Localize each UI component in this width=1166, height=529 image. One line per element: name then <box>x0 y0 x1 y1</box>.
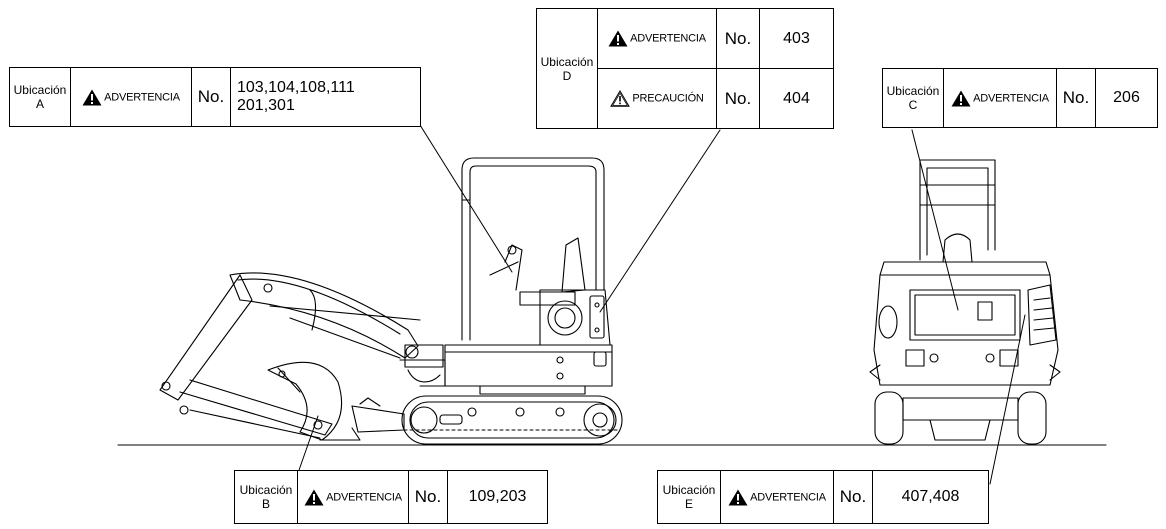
signal-cell: ADVERTENCIA <box>720 470 834 524</box>
location-cell: Ubicación A <box>9 67 71 127</box>
no-label: No. <box>716 68 760 129</box>
warning-filled-icon <box>304 489 324 505</box>
numbers-cell: 109,203 <box>447 470 548 524</box>
label-location-d: Ubicación D ADVERTENCIA No. 403 PRECAUCI… <box>536 8 834 129</box>
warning-filled-icon <box>608 30 628 47</box>
numbers-cell: 404 <box>759 68 834 129</box>
warning-filled-icon <box>951 90 971 106</box>
leader-c <box>911 129 959 311</box>
signal-word: PRECAUCIÓN <box>632 92 704 105</box>
location-letter: A <box>35 97 44 111</box>
no-label: No. <box>716 8 760 69</box>
location-letter: C <box>908 98 918 112</box>
location-cell: Ubicación D <box>536 8 598 129</box>
rear-panel-c <box>909 289 1021 341</box>
label-location-e: Ubicación E ADVERTENCIA No. 407,408 <box>657 470 989 524</box>
location-label: Ubicación <box>886 84 940 98</box>
side-upper-structure <box>399 344 613 395</box>
location-letter: E <box>684 497 693 511</box>
location-label: Ubicación <box>662 483 716 497</box>
side-track <box>401 395 623 445</box>
signal-cell: PRECAUCIÓN <box>597 68 717 129</box>
signal-cell: ADVERTENCIA <box>943 68 1057 128</box>
dozer-blade <box>351 405 405 433</box>
side-boom <box>229 272 421 359</box>
leader-d <box>599 129 721 313</box>
numbers-line-1: 103,104,108,111 <box>237 79 355 96</box>
signal-word: ADVERTENCIA <box>630 32 706 45</box>
leader-lines <box>297 124 1026 485</box>
signal-word: ADVERTENCIA <box>973 92 1049 104</box>
numbers-line-2: 201,301 <box>237 97 295 114</box>
side-seat <box>489 237 586 306</box>
warning-filled-icon <box>82 89 102 105</box>
leader-e <box>989 314 1026 485</box>
side-arm <box>159 274 333 439</box>
location-letter: D <box>562 68 572 83</box>
location-label: Ubicación <box>13 83 67 97</box>
excavator-side-view <box>159 157 623 445</box>
location-cell: Ubicación B <box>234 470 298 524</box>
label-location-b: Ubicación B ADVERTENCIA No. 109,203 <box>234 470 548 524</box>
side-bucket <box>267 361 361 441</box>
numbers-cell: 403 <box>759 8 834 69</box>
no-label: No. <box>833 470 873 524</box>
no-label: No. <box>1056 68 1096 128</box>
numbers-cell: 407,408 <box>872 470 989 524</box>
warning-filled-icon <box>728 489 748 505</box>
signal-word: ADVERTENCIA <box>326 491 402 503</box>
label-location-a: Ubicación A ADVERTENCIA No. 103,104,108,… <box>9 67 421 127</box>
signal-cell: ADVERTENCIA <box>70 67 192 127</box>
rear-track-right <box>1017 391 1047 445</box>
leader-a <box>419 124 513 273</box>
side-canopy <box>461 157 605 341</box>
numbers-cell: 206 <box>1095 68 1158 128</box>
rear-track-left <box>874 391 904 445</box>
signal-word: ADVERTENCIA <box>750 491 826 503</box>
location-label: Ubicación <box>540 54 594 69</box>
excavator-rear-view <box>869 159 1061 445</box>
caution-outline-icon <box>610 90 631 107</box>
signal-word: ADVERTENCIA <box>104 91 180 103</box>
label-location-c: Ubicación C ADVERTENCIA No. 206 <box>882 68 1158 128</box>
location-cell: Ubicación C <box>882 68 944 128</box>
location-label: Ubicación <box>239 483 293 497</box>
no-label: No. <box>408 470 448 524</box>
numbers-cell: 103,104,108,111 201,301 <box>230 67 421 127</box>
leader-b <box>297 415 319 474</box>
location-cell: Ubicación E <box>657 470 721 524</box>
location-letter: B <box>261 497 270 511</box>
signal-cell: ADVERTENCIA <box>297 470 409 524</box>
signal-cell: ADVERTENCIA <box>597 8 717 69</box>
no-label: No. <box>191 67 231 127</box>
rear-body <box>873 274 1059 386</box>
